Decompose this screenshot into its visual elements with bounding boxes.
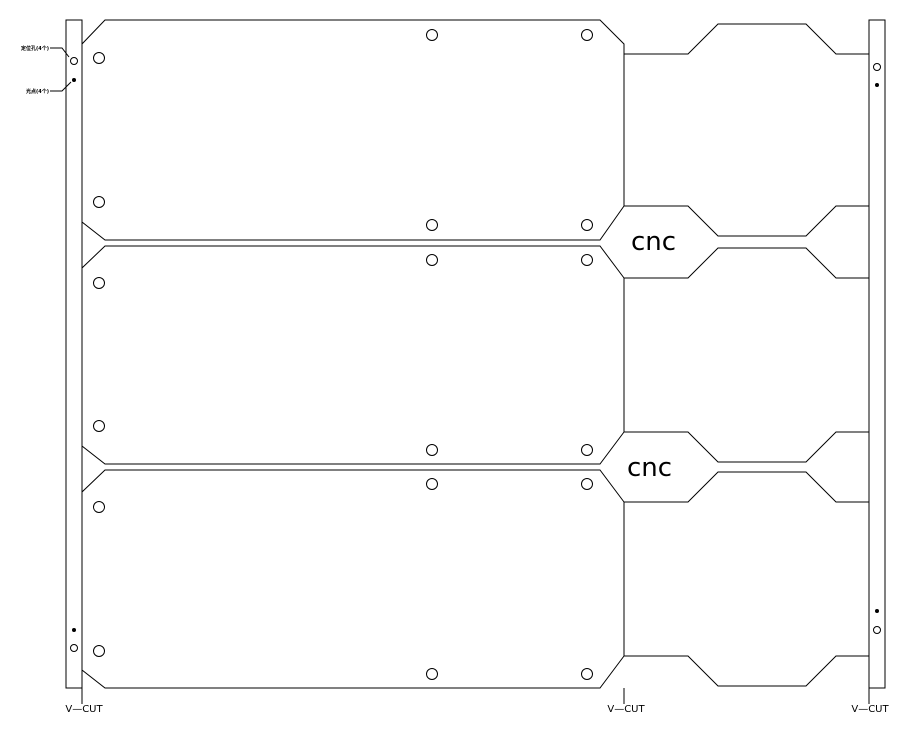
cnc-slot-1-lower — [624, 247, 869, 279]
cnc-slot-1 — [624, 205, 869, 237]
mounting-hole — [426, 668, 438, 680]
vcut-label-middle: V—CUT — [607, 704, 645, 715]
mounting-hole — [93, 196, 105, 208]
cnc-slot-2-lower — [624, 471, 869, 503]
cnc-slot-2 — [624, 431, 869, 463]
tooling-hole — [70, 57, 78, 65]
fiducial-mark — [875, 609, 879, 613]
fiducial-mark — [72, 78, 76, 82]
cnc-label-upper: cnc — [631, 227, 676, 257]
mounting-hole — [581, 219, 593, 231]
mounting-hole — [426, 478, 438, 490]
mounting-hole — [426, 29, 438, 41]
mounting-hole — [93, 501, 105, 513]
mounting-hole — [581, 254, 593, 266]
mounting-hole — [93, 645, 105, 657]
callout-fiducial-marks: 光点(4个) — [25, 88, 49, 95]
mounting-hole — [426, 444, 438, 456]
tooling-hole — [70, 644, 78, 652]
fiducial-mark — [875, 83, 879, 87]
breakaway-tab-bottom — [624, 655, 869, 687]
leader-line-holes — [50, 47, 70, 58]
mounting-hole — [581, 29, 593, 41]
vcut-label-right: V—CUT — [851, 704, 889, 715]
mounting-hole — [93, 277, 105, 289]
mounting-hole — [93, 52, 105, 64]
mounting-hole — [426, 219, 438, 231]
right-rail — [868, 19, 886, 689]
callout-tooling-holes: 定位孔(4个) — [20, 45, 49, 52]
mounting-hole — [426, 254, 438, 266]
board-outline-2 — [81, 245, 625, 465]
mounting-hole — [93, 420, 105, 432]
board-outline-3 — [81, 469, 625, 689]
vcut-label-left: V—CUT — [65, 704, 103, 715]
mounting-hole — [581, 478, 593, 490]
tooling-hole — [873, 626, 881, 634]
mounting-hole — [581, 668, 593, 680]
fiducial-mark — [72, 628, 76, 632]
breakaway-tab-top — [624, 23, 869, 55]
cnc-label-lower: cnc — [627, 453, 672, 483]
board-outline-1 — [81, 19, 625, 241]
leader-line-marks — [50, 81, 72, 92]
mounting-hole — [581, 444, 593, 456]
tooling-hole — [873, 63, 881, 71]
left-rail — [65, 19, 83, 689]
